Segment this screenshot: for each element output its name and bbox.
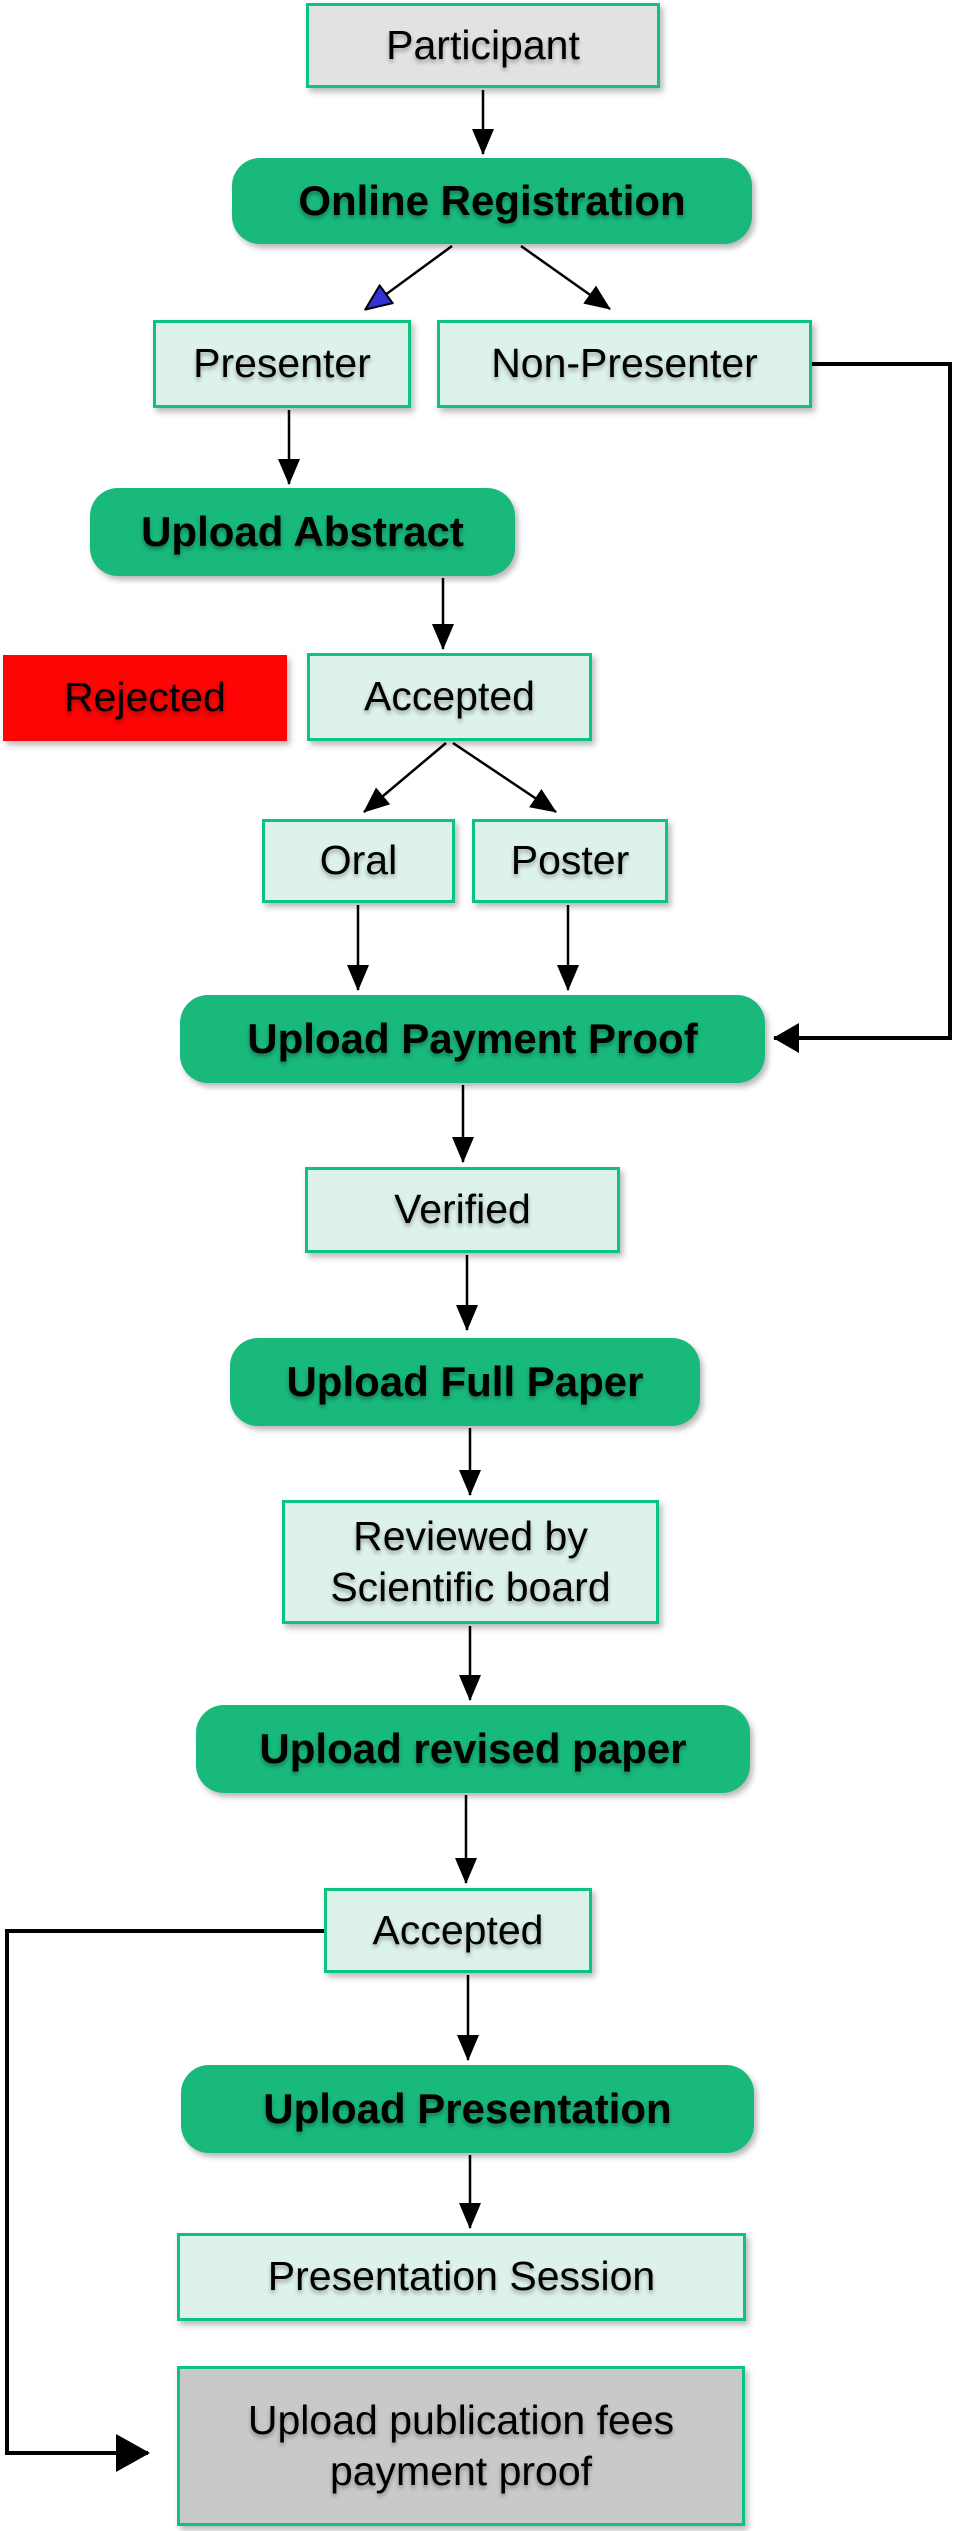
node-verified-label: Verified [394, 1186, 531, 1233]
node-reviewed-by-scientific-board-text: Reviewed by Scientific board [330, 1511, 610, 1614]
node-accepted-paper-label: Accepted [372, 1906, 544, 1953]
node-verified: Verified [305, 1167, 620, 1253]
node-accepted-abstract-label: Accepted [364, 673, 535, 720]
node-non-presenter: Non-Presenter [437, 320, 812, 408]
node-upload-full-paper: Upload Full Paper [230, 1338, 700, 1426]
node-non-presenter-label: Non-Presenter [491, 340, 758, 387]
node-upload-publication-fees-line2: payment proof [329, 2448, 593, 2494]
node-reviewed-by-scientific-board: Reviewed by Scientific board [282, 1500, 659, 1624]
node-upload-payment-proof-label: Upload Payment Proof [247, 1014, 698, 1062]
node-presenter-label: Presenter [193, 340, 371, 387]
node-upload-presentation-label: Upload Presentation [263, 2084, 672, 2132]
node-upload-publication-fees-text: Upload publication fees payment proof [248, 2395, 674, 2498]
node-participant: Participant [306, 3, 660, 88]
arrow-non-presenter-to-upload-payment-proof [773, 362, 952, 1053]
node-upload-abstract-label: Upload Abstract [141, 507, 464, 555]
arrow-accepted-to-poster [452, 741, 557, 814]
node-rejected-label: Rejected [64, 674, 226, 721]
arrow-online-registration-to-presenter [366, 244, 453, 309]
arrow-accepted-to-oral [363, 742, 447, 813]
node-accepted-abstract: Accepted [307, 653, 592, 741]
node-upload-presentation: Upload Presentation [181, 2065, 754, 2153]
node-upload-publication-fees: Upload publication fees payment proof [177, 2366, 745, 2526]
arrow-online-registration-to-non-presenter [520, 244, 611, 311]
node-poster-label: Poster [510, 837, 630, 884]
node-upload-revised-paper: Upload revised paper [196, 1705, 750, 1793]
node-accepted-paper: Accepted [324, 1888, 592, 1973]
node-poster: Poster [472, 819, 668, 903]
node-rejected: Rejected [3, 655, 287, 741]
node-upload-full-paper-label: Upload Full Paper [286, 1357, 644, 1405]
node-reviewed-line2: Scientific board [330, 1564, 611, 1610]
node-oral: Oral [262, 819, 455, 903]
node-online-registration: Online Registration [232, 158, 752, 244]
node-upload-payment-proof: Upload Payment Proof [180, 995, 765, 1083]
node-presenter: Presenter [153, 320, 411, 408]
node-oral-label: Oral [319, 837, 398, 884]
node-participant-label: Participant [386, 21, 580, 68]
node-upload-publication-fees-line1: Upload publication fees [247, 2396, 675, 2443]
node-online-registration-label: Online Registration [298, 176, 686, 224]
node-upload-revised-paper-label: Upload revised paper [259, 1724, 687, 1772]
arrow-accepted-to-upload-publication-fees [5, 1929, 324, 2472]
node-upload-abstract: Upload Abstract [90, 488, 515, 576]
node-presentation-session-label: Presentation Session [267, 2253, 656, 2300]
node-presentation-session: Presentation Session [177, 2233, 746, 2321]
node-reviewed-line1: Reviewed by [353, 1512, 588, 1559]
